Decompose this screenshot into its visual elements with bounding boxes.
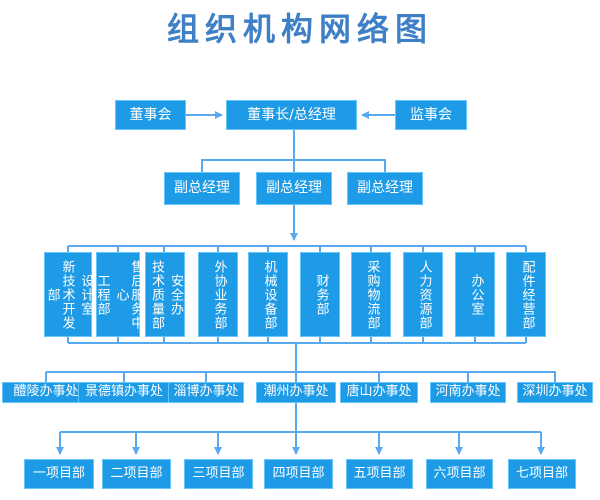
project-box: 四项目部 [264, 459, 333, 489]
department-label: 采购物流部 [364, 259, 380, 330]
department-box: 新技术开发部 设计室 [44, 252, 94, 337]
project-box: 一项目部 [24, 459, 94, 489]
chairman-box: 董事长/总经理 [226, 100, 357, 130]
department-box: 财务部 [300, 252, 340, 337]
department-box: 外协业务部 [198, 252, 238, 337]
office-box: 潮州办事处 [256, 382, 336, 403]
department-box: 人力资源部 [403, 252, 443, 337]
office-box: 淄博办事处 [168, 382, 244, 403]
office-box: 深圳办事处 [517, 382, 593, 403]
project-box: 六项目部 [426, 459, 493, 489]
department-label: 办公室 [468, 273, 484, 316]
department-label: 设计室 [78, 273, 94, 316]
page-title: 组织机构网络图 [166, 10, 433, 48]
department-label: 人力资源部 [416, 259, 432, 330]
department-label: 配件经营部 [519, 259, 535, 330]
office-box: 河南办事处 [430, 382, 506, 403]
department-box: 配件经营部 [506, 252, 546, 337]
supervisors-box: 监事会 [395, 100, 467, 130]
department-box: 技术质量部 安全办 [145, 252, 185, 337]
project-box: 三项目部 [184, 459, 253, 489]
vice-gm-box: 副总经理 [164, 172, 240, 205]
department-label: 机械设备部 [261, 259, 277, 330]
board-box: 董事会 [115, 100, 186, 130]
department-box: 办公室 [455, 252, 495, 337]
department-box: 工程部 售后服务中心 [94, 252, 144, 337]
office-box: 唐山办事处 [340, 382, 418, 403]
department-label: 技术质量部 [149, 259, 164, 330]
department-label: 财务部 [313, 273, 329, 316]
vice-gm-box: 副总经理 [347, 172, 423, 205]
project-box: 七项目部 [508, 459, 576, 489]
office-box: 醴陵办事处 [2, 382, 90, 403]
project-box: 五项目部 [346, 459, 413, 489]
department-label: 外协业务部 [211, 259, 227, 330]
department-label: 工程部 [94, 273, 110, 316]
project-box: 二项目部 [102, 459, 171, 489]
department-box: 机械设备部 [248, 252, 288, 337]
vice-gm-box: 副总经理 [256, 172, 332, 205]
department-box: 采购物流部 [351, 252, 391, 337]
office-box: 景德镇办事处 [78, 382, 170, 403]
department-label: 新技术开发部 [44, 259, 75, 330]
department-label: 安全办 [167, 273, 183, 316]
department-label: 售后服务中心 [113, 259, 144, 330]
